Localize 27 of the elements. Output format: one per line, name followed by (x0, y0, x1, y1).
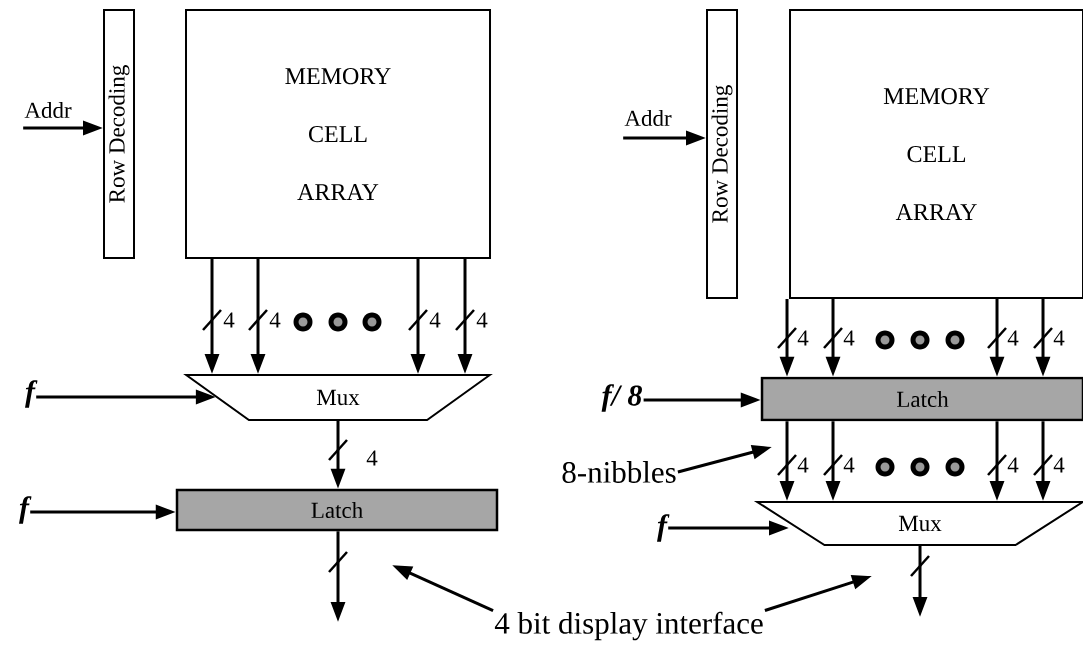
signal-label: f/ 8 (601, 384, 642, 412)
edge-label: 4 (842, 329, 856, 347)
edge-label: 4 (268, 311, 282, 329)
latch-box: Latch (175, 488, 499, 532)
edge-label: 4 (1052, 456, 1066, 474)
row-decoder-box: Row Decoding (103, 9, 135, 259)
annotation-label: 8-nibbles (562, 461, 676, 483)
memory-array-box: MEMORY CELL ARRAY (185, 9, 491, 259)
edge-label: 4 (1052, 329, 1066, 347)
signal-label: f (19, 496, 32, 524)
edge-label: 4 (475, 311, 489, 329)
signal-label: f (657, 514, 670, 542)
edge-label: 4 (1006, 329, 1020, 347)
row-decoder-box: Row Decoding (706, 9, 738, 299)
signal-label: f (25, 380, 38, 408)
edge-label: 4 (222, 311, 236, 329)
edge-label: 4 (1006, 456, 1020, 474)
annotation-label: 4 bit display interface (494, 611, 763, 641)
memory-array-box: MEMORY CELL ARRAY (789, 9, 1083, 299)
edge-label: 4 (842, 456, 856, 474)
edge-label: 4 (796, 329, 810, 347)
signal-label: Addr (24, 101, 72, 119)
edge-label: 4 (428, 311, 442, 329)
latch-box: Latch (760, 376, 1083, 422)
edge-label: 4 (796, 456, 810, 474)
edge-label: 4 (365, 449, 379, 467)
signal-label: Addr (624, 109, 672, 127)
